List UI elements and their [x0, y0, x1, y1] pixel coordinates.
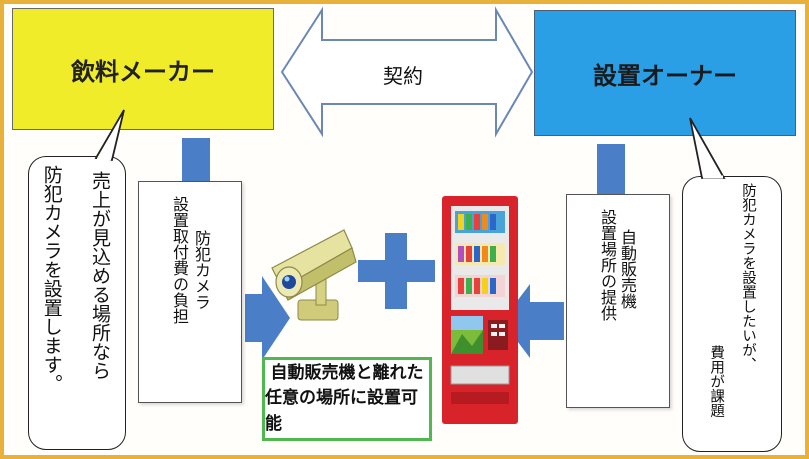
- left-bubble-col1: 売上が見込める場所なら: [89, 171, 111, 380]
- maker-connector: [182, 138, 210, 182]
- right-bubble-col1: 防犯カメラを設置したいが、: [740, 183, 756, 372]
- site-owner-node: 設置オーナー: [534, 10, 796, 136]
- camera-arrow: [245, 276, 290, 360]
- caption-line-2: 任意の場所に設置可能: [265, 388, 418, 434]
- contract-arrow: [280, 6, 534, 138]
- beverage-maker-node: 飲料メーカー: [12, 8, 274, 130]
- right-bubble-col2: 費用が課題: [708, 345, 725, 418]
- right-location-panel: 自動販売機 設置場所の提供: [566, 194, 670, 408]
- security-camera-icon: [271, 229, 357, 321]
- right-panel-col1: 自動販売機: [618, 229, 637, 309]
- owner-connector: [597, 144, 625, 194]
- left-cost-panel: 防犯カメラ 設置取付費の負担: [138, 181, 242, 403]
- left-bubble-col2: 防犯カメラを設置します。: [40, 165, 63, 393]
- caption-line-1: 自動販売機と離れた: [270, 362, 424, 383]
- plus-icon: [358, 233, 435, 309]
- right-speech-bubble: 防犯カメラを設置したいが、 費用が課題: [682, 176, 782, 452]
- right-panel-col2: 設置場所の提供: [598, 209, 617, 321]
- contract-label: 契約: [383, 64, 423, 88]
- left-panel-col2: 設置取付費の負担: [170, 196, 189, 324]
- placement-caption: 自動販売機と離れた 任意の場所に設置可能: [262, 357, 432, 441]
- site-owner-label: 設置オーナー: [593, 61, 737, 90]
- left-panel-col1: 防犯カメラ: [192, 230, 211, 310]
- left-speech-bubble: 売上が見込める場所なら 防犯カメラを設置します。: [28, 156, 126, 450]
- beverage-maker-label: 飲料メーカー: [71, 57, 215, 86]
- vending-machine-icon: [442, 196, 518, 424]
